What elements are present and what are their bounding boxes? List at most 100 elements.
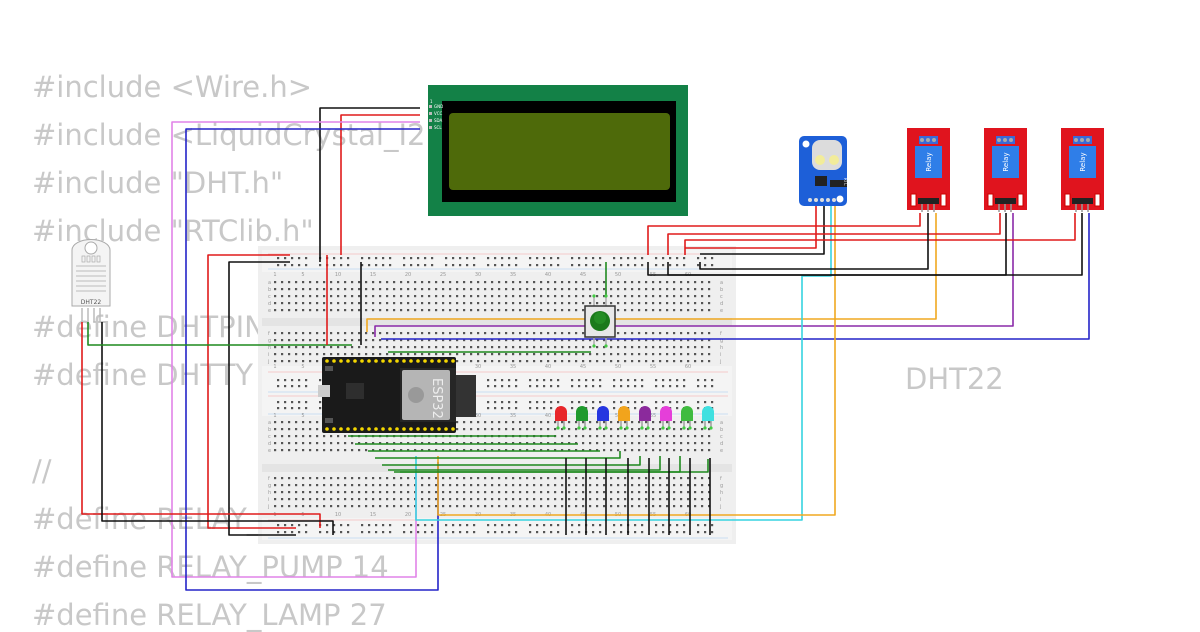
dht22-label: DHT22 — [81, 299, 102, 306]
code-line-include-lcd: #include <LiquidCrystal_I2 — [32, 118, 426, 152]
wire-black[interactable] — [101, 322, 334, 535]
terminal-strip-lower-top — [274, 421, 711, 452]
rtc-module[interactable]: RTC — [799, 136, 848, 206]
wire-green[interactable] — [388, 456, 661, 471]
relay-body — [915, 146, 942, 178]
led-7[interactable] — [681, 406, 693, 430]
led-8[interactable] — [702, 406, 714, 430]
led-3[interactable] — [597, 406, 609, 430]
wire-cyan[interactable] — [415, 206, 832, 521]
led-1[interactable] — [555, 406, 567, 430]
column-label: 40 — [545, 413, 551, 419]
column-label: 1 — [273, 512, 276, 518]
terminal-strip-top — [274, 281, 711, 312]
wire-black[interactable] — [699, 213, 929, 270]
column-label: 1 — [273, 272, 276, 278]
row-label: i — [268, 352, 269, 358]
lcd-screen — [449, 113, 670, 190]
lcd-pin-gnd: GND — [434, 104, 443, 109]
row-label: b — [720, 287, 723, 293]
column-label: 55 — [650, 413, 656, 419]
led-body — [555, 406, 567, 421]
code-line-include-wire: #include <Wire.h> — [32, 70, 313, 104]
wire-blue[interactable] — [381, 213, 1090, 340]
column-label: 15 — [370, 272, 376, 278]
row-label: i — [720, 497, 721, 503]
led-4[interactable] — [618, 406, 630, 430]
row-label: c — [720, 294, 723, 300]
lcd-pin1-label: 1 — [430, 99, 433, 104]
column-label: 40 — [545, 272, 551, 278]
pushbutton[interactable] — [584, 294, 616, 348]
wire-red[interactable] — [684, 213, 1076, 255]
wire-orange[interactable] — [366, 213, 937, 332]
wire-green[interactable] — [375, 451, 621, 459]
esp32-pins — [325, 359, 455, 431]
wire-green[interactable] — [400, 459, 709, 473]
leds — [555, 406, 714, 430]
wire-black[interactable] — [700, 206, 825, 255]
row-label: f — [720, 476, 722, 482]
row-label: a — [268, 280, 271, 286]
wire-green[interactable] — [87, 322, 352, 346]
column-label: 35 — [510, 272, 516, 278]
led-5[interactable] — [639, 406, 651, 430]
column-label: 25 — [440, 272, 446, 278]
wire-black[interactable] — [647, 213, 1083, 276]
wire-red[interactable] — [207, 254, 296, 529]
center-channel-2 — [262, 464, 732, 472]
wire-red[interactable] — [685, 206, 817, 249]
rtc-label: RTC — [843, 178, 848, 186]
usb-port — [318, 385, 330, 397]
led-body — [681, 406, 693, 421]
column-label: 50 — [615, 272, 621, 278]
dht22-sensor[interactable]: DHT22 — [71, 238, 111, 322]
column-label: 20 — [405, 512, 411, 518]
column-label: 5 — [301, 512, 304, 518]
lcd-display[interactable]: 1 GND VCC SDA SCL — [428, 85, 688, 216]
relay-label: Relay — [925, 152, 933, 171]
column-label: 5 — [301, 413, 304, 419]
led-6[interactable] — [660, 406, 672, 430]
wire-red[interactable] — [667, 213, 1001, 255]
wire-red[interactable] — [340, 114, 420, 255]
wire-red[interactable] — [647, 213, 921, 255]
row-label: c — [268, 434, 271, 440]
center-channel — [262, 318, 732, 326]
row-label: g — [720, 483, 723, 489]
row-label: f — [720, 331, 722, 337]
wire-purple[interactable] — [374, 213, 1014, 337]
dht22-body — [71, 238, 111, 307]
relay-module-3[interactable]: Relay — [1061, 128, 1104, 212]
wire-orange[interactable] — [437, 206, 836, 516]
row-label: c — [720, 434, 723, 440]
row-label: d — [268, 301, 271, 307]
relay-body — [992, 146, 1019, 178]
row-label: i — [720, 352, 721, 358]
relay-label: Relay — [1002, 152, 1010, 171]
column-label: 35 — [510, 364, 516, 370]
led-2[interactable] — [576, 406, 588, 430]
row-label: b — [268, 427, 271, 433]
wire-black[interactable] — [319, 107, 420, 262]
wire-black[interactable] — [228, 261, 296, 536]
column-label: 15 — [370, 512, 376, 518]
column-label: 20 — [405, 272, 411, 278]
wire-green[interactable] — [382, 456, 641, 466]
column-label: 30 — [475, 364, 481, 370]
row-label: g — [268, 338, 271, 344]
row-label: d — [268, 441, 271, 447]
column-label: 45 — [580, 364, 586, 370]
row-label: h — [268, 345, 271, 351]
row-label: a — [720, 420, 723, 426]
esp32-board[interactable]: ESP32 — [318, 357, 476, 433]
wire-blue[interactable] — [185, 128, 439, 591]
row-label: a — [268, 420, 271, 426]
led-body — [618, 406, 630, 421]
relay-module-1[interactable]: Relay — [907, 128, 950, 212]
relay-module-2[interactable]: Relay — [984, 128, 1027, 212]
row-label: j — [719, 359, 721, 365]
column-label: 55 — [650, 364, 656, 370]
wire-violet[interactable] — [171, 121, 420, 578]
